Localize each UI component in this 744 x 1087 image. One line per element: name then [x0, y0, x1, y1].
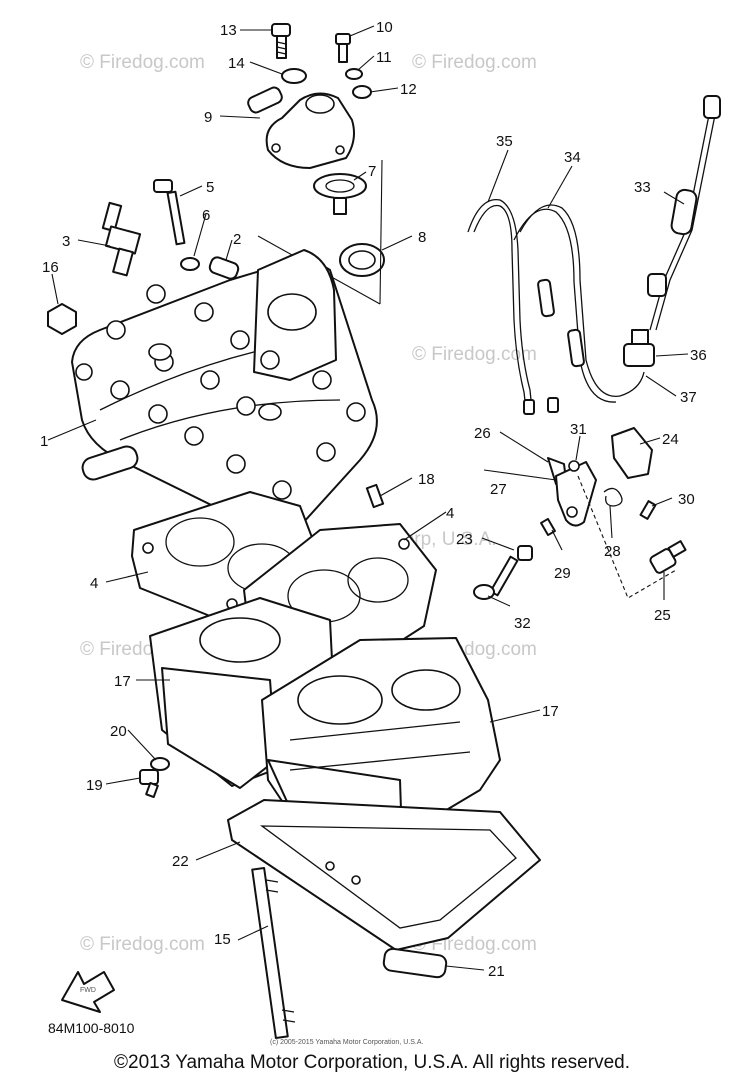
pin-30 [639, 500, 657, 520]
plate-21 [382, 947, 448, 979]
pin-29 [540, 517, 556, 537]
callout-23: 23 [456, 531, 473, 548]
washer-11 [345, 68, 363, 80]
bracket-24 [611, 427, 653, 479]
callout-12: 12 [400, 81, 417, 98]
spring-28 [603, 487, 623, 507]
callout-13: 13 [220, 22, 237, 39]
washer-6 [180, 257, 200, 271]
cable-34 [513, 204, 621, 413]
callout-31: 31 [570, 421, 587, 438]
callout-4: 4 [90, 575, 98, 592]
watermark: © Firedog.com [80, 934, 205, 955]
guide-line [577, 475, 677, 599]
bolt-10 [335, 33, 351, 63]
washer-14 [281, 68, 307, 84]
callout-33: 33 [634, 179, 651, 196]
callout-6: 6 [202, 207, 210, 224]
nut-16 [47, 303, 77, 335]
pin-18 [365, 483, 385, 509]
leader-lines [47, 25, 689, 971]
washer-20 [150, 757, 170, 771]
fitting-2 [208, 256, 240, 280]
callout-5: 5 [206, 179, 214, 196]
callout-17b: 17 [542, 703, 559, 720]
callout-30: 30 [678, 491, 695, 508]
callout-9: 9 [204, 109, 212, 126]
callout-28: 28 [604, 543, 621, 560]
watermark: © Firedog.com [80, 52, 205, 73]
callout-19: 19 [86, 777, 103, 794]
callout-29: 29 [554, 565, 571, 582]
callout-18: 18 [418, 471, 435, 488]
callout-21: 21 [488, 963, 505, 980]
callout-11: 11 [376, 49, 392, 66]
callout-15: 15 [214, 931, 231, 948]
watermark: © Firedog.com [412, 52, 537, 73]
connector-36 [623, 329, 655, 367]
callout-7: 7 [368, 163, 376, 180]
seal-8 [339, 243, 385, 277]
callout-37: 37 [680, 389, 697, 406]
callout-3: 3 [62, 233, 70, 250]
callout-26: 26 [474, 425, 491, 442]
callout-2: 2 [233, 231, 241, 248]
stud-15 [251, 866, 296, 1040]
bolt-13 [271, 23, 291, 59]
callout-14: 14 [228, 55, 245, 72]
part-number-callouts: 1 2 3 4 4 5 6 7 8 9 10 11 12 13 14 15 16… [40, 19, 707, 980]
callout-34: 34 [564, 149, 581, 166]
sensor-25 [649, 540, 687, 574]
lever-27 [555, 460, 597, 527]
callout-16: 16 [42, 259, 59, 276]
footer-copyright: ©2013 Yamaha Motor Corporation, U.S.A. A… [114, 1052, 630, 1073]
thermostat-7 [313, 173, 367, 215]
cable-37 [619, 371, 645, 397]
callout-25: 25 [654, 607, 671, 624]
washer-12 [352, 85, 372, 99]
callout-1: 1 [40, 433, 48, 450]
bolt-5 [153, 179, 186, 246]
fwd-arrow: FWD [61, 971, 115, 1013]
diagram-code: 84M100-8010 [48, 1020, 135, 1036]
washer-32 [473, 584, 495, 600]
callout-20: 20 [110, 723, 127, 740]
watermark: © Firedog.com [412, 344, 537, 365]
callout-17: 17 [114, 673, 131, 690]
thermostat-cover [247, 86, 355, 169]
spark-plug-3 [101, 201, 142, 277]
cable-33 [647, 95, 721, 331]
cylinder-head-1 [71, 249, 378, 535]
callout-24: 24 [662, 431, 679, 448]
fwd-label: FWD [80, 987, 96, 994]
bolt-23 [489, 545, 533, 597]
head-holes [75, 284, 366, 500]
base-gasket-22 [227, 799, 541, 951]
callout-4b: 4 [446, 505, 454, 522]
callout-8: 8 [418, 229, 426, 246]
cable-35 [467, 198, 535, 415]
callout-22: 22 [172, 853, 189, 870]
callout-10: 10 [376, 19, 393, 36]
callout-27: 27 [490, 481, 507, 498]
callout-36: 36 [690, 347, 707, 364]
bolt-19 [139, 769, 159, 799]
small-copyright: (c) 2005-2015 Yamaha Motor Corporation, … [270, 1039, 423, 1046]
callout-32: 32 [514, 615, 531, 632]
callout-35: 35 [496, 133, 513, 150]
